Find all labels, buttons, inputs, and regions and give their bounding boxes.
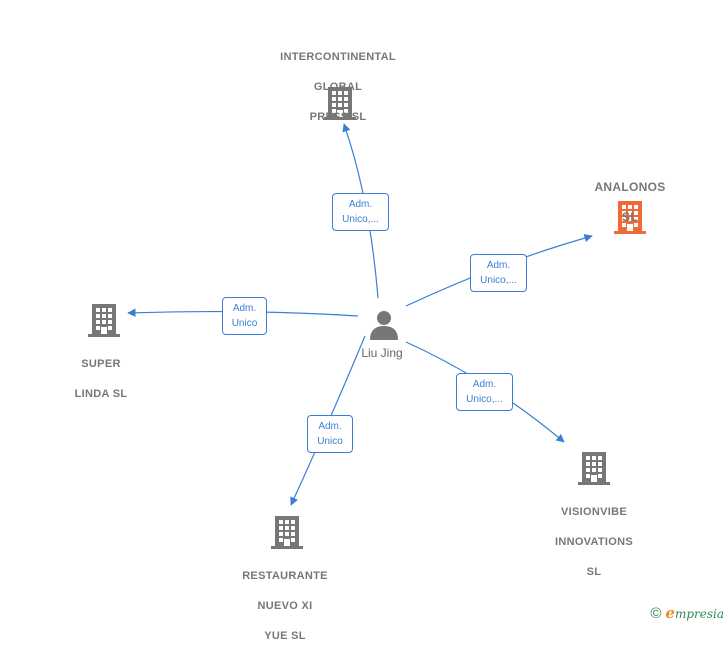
building-icon-visionvibe[interactable] — [578, 452, 610, 485]
building-icon-restaurante[interactable] — [271, 516, 303, 549]
company-label-super-linda[interactable]: SUPER LINDA SL — [74, 358, 128, 400]
company-label-intercontinental[interactable]: INTERCONTINENTAL GLOBAL PRESS SL — [280, 51, 396, 123]
company-label-analonos[interactable]: ANALONOS SL — [594, 180, 666, 224]
company-label-restaurante[interactable]: RESTAURANTE NUEVO XI YUE SL — [242, 570, 328, 642]
footer-brand: © empresia — [650, 604, 724, 622]
copyright-icon: © — [650, 604, 662, 622]
person-icon[interactable] — [370, 311, 398, 340]
role-box-visionvibe[interactable]: Adm. Unico,... — [456, 373, 513, 411]
brand-logo[interactable]: empresia — [665, 604, 724, 622]
role-box-restaurante[interactable]: Adm. Unico — [307, 415, 353, 453]
role-box-intercontinental[interactable]: Adm. Unico,... — [332, 193, 389, 231]
building-icon-super-linda[interactable] — [88, 304, 120, 337]
person-label[interactable]: Liu Jing — [361, 346, 403, 360]
role-box-analonos[interactable]: Adm. Unico,... — [470, 254, 527, 292]
role-box-super-linda[interactable]: Adm. Unico — [222, 297, 267, 335]
company-label-visionvibe[interactable]: VISIONVIBE INNOVATIONS SL — [554, 506, 634, 578]
